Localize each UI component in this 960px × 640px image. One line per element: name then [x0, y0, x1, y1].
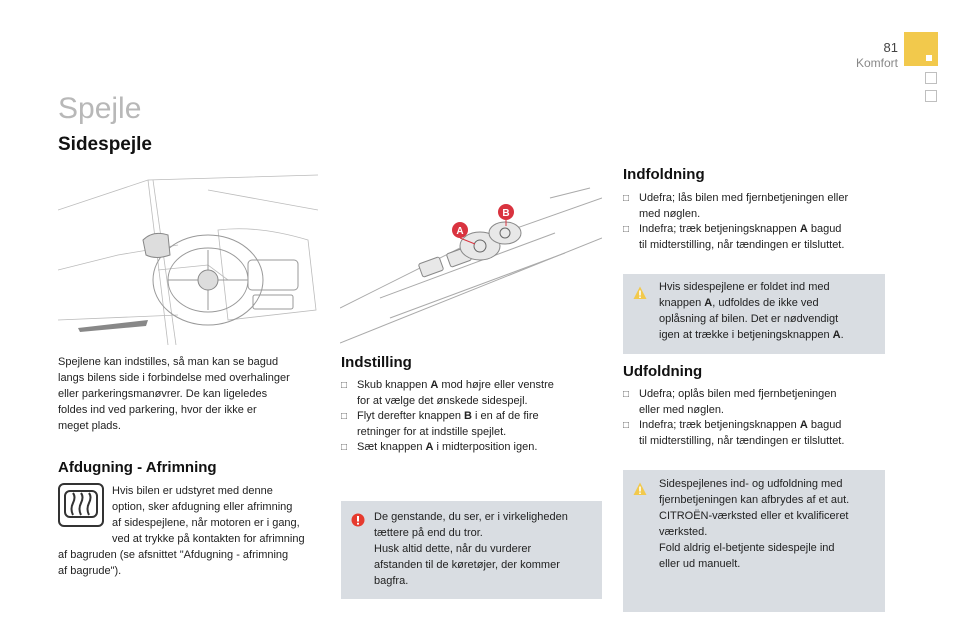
defrost-line: af bagruden (se afsnittet "Afdugning - a… [58, 549, 289, 561]
list-item: □ Indefra; træk betjeningsknappen A bagu… [623, 419, 845, 447]
warning-note: De genstande, du ser, er i virkeligheden… [341, 501, 602, 599]
diagram-label-a: A [456, 226, 463, 237]
checkbox-bullet-icon: □ [341, 442, 348, 453]
checkbox-bullet-icon: □ [623, 420, 630, 431]
intro-line: eller parkeringsmanøvrer. De kan ligeled… [58, 388, 268, 400]
adjustment-list: □ Skub knappen A mod højre eller venstre… [341, 378, 603, 456]
info-line: CITROËN-værksted eller et kvalificeret [659, 510, 849, 522]
checkbox-bullet-icon: □ [623, 224, 630, 235]
defrost-heading: Afdugning - Afrimning [58, 459, 217, 476]
info-icon [633, 482, 647, 495]
defrost-line: Hvis bilen er udstyret med denne [112, 485, 273, 497]
folding-heading: Indfoldning [623, 166, 705, 183]
defrost-text-continued: af bagruden (se afsnittet "Afdugning - a… [58, 547, 328, 579]
list-item: □ Udefra; oplås bilen med fjernbetjening… [623, 388, 837, 416]
info-icon [633, 286, 647, 299]
section-heading: Sidespejle [58, 134, 152, 155]
warning-icon [351, 513, 365, 527]
info-line: Hvis sidespejlene er foldet ind med [659, 281, 830, 293]
list-item: □ Skub knappen A mod højre eller venstre… [341, 379, 554, 407]
checkbox-bullet-icon: □ [341, 380, 348, 391]
diagram-label-b: B [502, 208, 509, 219]
dashboard-illustration [58, 170, 318, 345]
defrost-text: Hvis bilen er udstyret med denne option,… [112, 483, 327, 547]
warning-line: De genstande, du ser, er i virkeligheden [374, 511, 568, 523]
intro-line: Spejlene kan indstilles, så man kan se b… [58, 356, 279, 368]
unfolding-heading: Udfoldning [623, 363, 703, 380]
intro-line: meget plads. [58, 420, 121, 432]
warning-line: bagfra. [374, 575, 409, 587]
info-line: Fold aldrig el-betjente sidespejle ind [659, 542, 835, 554]
info-line: fjernbetjeningen kan afbrydes af et aut. [659, 494, 850, 506]
rear-defrost-icon [58, 483, 104, 527]
checkbox-bullet-icon: □ [623, 389, 630, 400]
checkbox-bullet-icon: □ [341, 411, 348, 422]
list-item: □ Udefra; lås bilen med fjernbetjeningen… [623, 192, 849, 220]
info-line: Sidespejlenes ind- og udfoldning med [659, 478, 843, 490]
page-number: 81 [883, 40, 898, 55]
adjustment-heading: Indstilling [341, 354, 412, 371]
intro-paragraph: Spejlene kan indstilles, så man kan se b… [58, 354, 328, 434]
intro-line: foldes ind ved parkering, hvor der ikke … [58, 404, 257, 416]
defrost-line: option, sker afdugning eller afrimning [112, 501, 293, 513]
warning-line: afstanden til de køretøjer, der kommer [374, 559, 560, 571]
info-line: oplåsning af bilen. Det er nødvendigt [659, 313, 839, 325]
chapter-tab-square [925, 72, 937, 84]
list-item: □ Sæt knappen A i midterposition igen. [341, 440, 603, 456]
list-item: □ Flyt derefter knappen B i en af de fir… [341, 410, 539, 438]
info-line: eller ud manuelt. [659, 558, 741, 570]
defrost-line: af bagrude"). [58, 565, 122, 577]
unfolding-list: □ Udefra; oplås bilen med fjernbetjening… [623, 387, 891, 449]
defrost-line: af sidespejlene, når motoren er i gang, [112, 517, 300, 529]
warning-line: tættere på end du tror. [374, 527, 483, 539]
folding-info-note: Hvis sidespejlene er foldet ind med knap… [623, 274, 885, 354]
chapter-tab [904, 32, 938, 66]
info-line: knappen A, udfoldes de ikke ved [659, 297, 819, 309]
info-line: igen at trække i betjeningsknappen A. [659, 329, 844, 341]
checkbox-bullet-icon: □ [623, 193, 630, 204]
folding-list: □ Udefra; lås bilen med fjernbetjeningen… [623, 191, 891, 253]
list-item: □ Indefra; træk betjeningsknappen A bagu… [623, 223, 845, 251]
section-label: Komfort [855, 56, 898, 70]
warning-line: Husk altid dette, når du vurderer [374, 543, 532, 555]
mirror-switch-illustration: A B [340, 178, 602, 345]
unfolding-info-note: Sidespejlenes ind- og udfoldning med fje… [623, 470, 885, 612]
defrost-line: ved at trykke på kontakten for afrimning [112, 533, 305, 545]
chapter-tab-dot [926, 55, 932, 61]
info-line: værksted. [659, 526, 708, 538]
intro-line: langs bilens side i forbindelse med over… [58, 372, 290, 384]
chapter-tab-square [925, 90, 937, 102]
page-title: Spejle [58, 92, 142, 125]
